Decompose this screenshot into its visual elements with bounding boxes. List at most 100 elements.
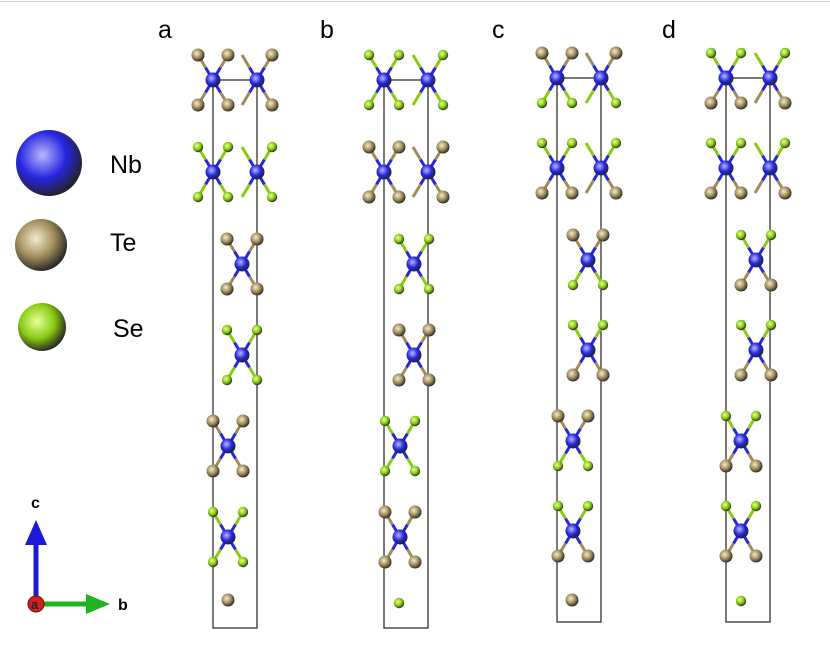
panel-label-c: c — [492, 16, 505, 44]
panel-a-layer-2-nb-1 — [249, 164, 265, 180]
panel-d-layer-1-bond-1-2-b — [753, 89, 764, 104]
panel-b-layer-1-bottom-se-0 — [363, 99, 375, 111]
b-axis-arrowhead — [86, 594, 110, 614]
panel-b-layer-6-nb — [392, 529, 408, 545]
panel-c-layer-2-bottom-te-2 — [609, 186, 623, 200]
panel-c-layer-5-te-1 — [581, 409, 595, 423]
panel-d-layer-2-nb-1 — [762, 160, 778, 176]
panel-d-layer-5-te-3 — [749, 459, 763, 473]
panel-c-layer-5-se-2 — [552, 460, 564, 472]
panel-b-layer-2-top-te-1 — [392, 140, 406, 154]
panel-b-layer-3-nb — [406, 256, 422, 272]
panel-b-layer-4-te-3 — [422, 373, 436, 387]
panel-c-layer-6-nb — [565, 523, 581, 539]
panel-b-layer-1-nb-0 — [376, 72, 392, 88]
panel-a-layer-2-nb-0 — [205, 164, 221, 180]
c-axis-arrowhead — [25, 520, 47, 545]
panel-d-layer-1-nb-1 — [762, 70, 778, 86]
panel-b-layer-3-se-2 — [393, 283, 405, 295]
panel-d-layer-2-bond-1-0-b — [753, 142, 764, 157]
panel-d-layer-4-se-1 — [765, 319, 777, 331]
panel-a-layer-1-bond-1-2-b — [240, 91, 251, 106]
panel-b-layer-1-bond-1-0-b — [411, 54, 422, 69]
panel-b-layer-2-nb-1 — [420, 164, 436, 180]
structures — [191, 46, 792, 629]
panel-b-layer-5-se-1 — [409, 415, 421, 427]
panel-a-layer-2-top-se-0 — [192, 141, 204, 153]
panel-a-layer-2-bottom-se-0 — [192, 191, 204, 203]
panel-d-layer-3-nb — [748, 252, 764, 268]
panel-a-layer-6-nb — [220, 529, 236, 545]
panel-c-layer-1-bond-1-2-b — [584, 89, 595, 104]
panel-a-layer-1-top-te-1 — [221, 48, 235, 62]
panel-label-d: d — [662, 16, 676, 44]
panel-b-layer-2-bond-1-0-b — [411, 146, 422, 161]
panel-b-layer-3-se-3 — [423, 283, 435, 295]
panel-a-layer-2-top-se-1 — [222, 141, 234, 153]
panel-d-layer-2-bottom-te-0 — [704, 186, 718, 200]
panel-b-layer-2-bottom-te-1 — [392, 190, 406, 204]
panel-a-layer-1-top-te-0 — [191, 48, 205, 62]
panel-a-layer-1-bond-1-0-b — [240, 54, 251, 69]
panel-d-unit-cell — [725, 77, 771, 623]
panel-b-layer-3-se-0 — [393, 233, 405, 245]
panel-c-layer-4-se-0 — [567, 319, 579, 331]
panel-b-layer-4-te-1 — [422, 323, 436, 337]
panel-d-layer-6-se-0 — [720, 500, 732, 512]
axis-triad: c b a — [25, 495, 128, 614]
panel-c-layer-1-bond-1-0-b — [584, 52, 595, 67]
a-axis-dot — [27, 595, 45, 613]
legend-nb-sphere — [16, 130, 82, 196]
panel-b-layer-1-bottom-se-2 — [437, 99, 449, 111]
panel-b-unit-cell — [383, 79, 429, 629]
panel-c-layer-3-se-3 — [597, 279, 609, 291]
legend-se-sphere — [18, 303, 66, 351]
panel-b-layer-7-atom — [393, 597, 405, 609]
panel-c-layer-1-bottom-se-2 — [610, 97, 622, 109]
panel-c-layer-2-bond-1-2-b — [584, 179, 595, 194]
panel-c-layer-6-te-2 — [551, 549, 565, 563]
panel-a-unit-cell — [212, 79, 258, 629]
panel-c-layer-2-nb-1 — [593, 160, 609, 176]
panel-c-layer-4-se-1 — [597, 319, 609, 331]
panel-a-layer-2-bottom-se-2 — [266, 191, 278, 203]
panel-b-layer-6-te-1 — [408, 505, 422, 519]
panel-d-layer-2-bottom-te-1 — [734, 186, 748, 200]
panel-c-layer-4-nb — [580, 342, 596, 358]
panel-a-layer-5-te-2 — [206, 464, 220, 478]
panel-d-layer-4-nb — [748, 342, 764, 358]
panel-c-layer-2-top-se-1 — [566, 137, 578, 149]
panel-b-layer-4-te-2 — [392, 373, 406, 387]
panel-c-layer-6-se-0 — [552, 500, 564, 512]
panel-a-layer-1-top-te-2 — [265, 48, 279, 62]
panel-b-layer-2-nb-0 — [376, 164, 392, 180]
panel-c-layer-2-top-se-2 — [610, 137, 622, 149]
panel-b-layer-5-se-2 — [379, 465, 391, 477]
legend-nb-label: Nb — [110, 151, 142, 179]
panel-d-layer-6-nb — [733, 523, 749, 539]
panel-a-layer-1-nb-1 — [249, 72, 265, 88]
panel-c-layer-1-top-te-2 — [609, 46, 623, 60]
panel-c-layer-1-bottom-se-1 — [566, 97, 578, 109]
panel-b-layer-5-se-0 — [379, 415, 391, 427]
panel-b-layer-1-nb-1 — [420, 72, 436, 88]
panel-c-layer-2-nb-0 — [549, 160, 565, 176]
panel-d-layer-1-top-se-1 — [735, 47, 747, 59]
panel-c-layer-5-te-0 — [551, 409, 565, 423]
panel-a-layer-1-bottom-te-1 — [221, 98, 235, 112]
panel-c-layer-3-te-0 — [566, 228, 580, 242]
legend-te-label: Te — [110, 229, 136, 257]
panel-d-layer-7-atom — [735, 595, 747, 607]
panel-c-layer-1-top-te-1 — [565, 46, 579, 60]
panel-c-layer-7-atom — [565, 593, 579, 607]
panel-c-unit-cell — [556, 77, 602, 623]
panel-d-layer-2-bottom-te-2 — [778, 186, 792, 200]
panel-d-layer-2-top-se-0 — [705, 137, 717, 149]
panel-b-layer-6-te-0 — [378, 505, 392, 519]
legend-te-sphere — [15, 219, 67, 271]
panel-c-layer-2-bottom-te-0 — [535, 186, 549, 200]
panel-a-layer-7-atom — [221, 593, 235, 607]
panel-c-layer-2-bottom-te-1 — [565, 186, 579, 200]
panel-d-layer-2-nb-0 — [718, 160, 734, 176]
panel-a-layer-4-se-2 — [221, 374, 233, 386]
